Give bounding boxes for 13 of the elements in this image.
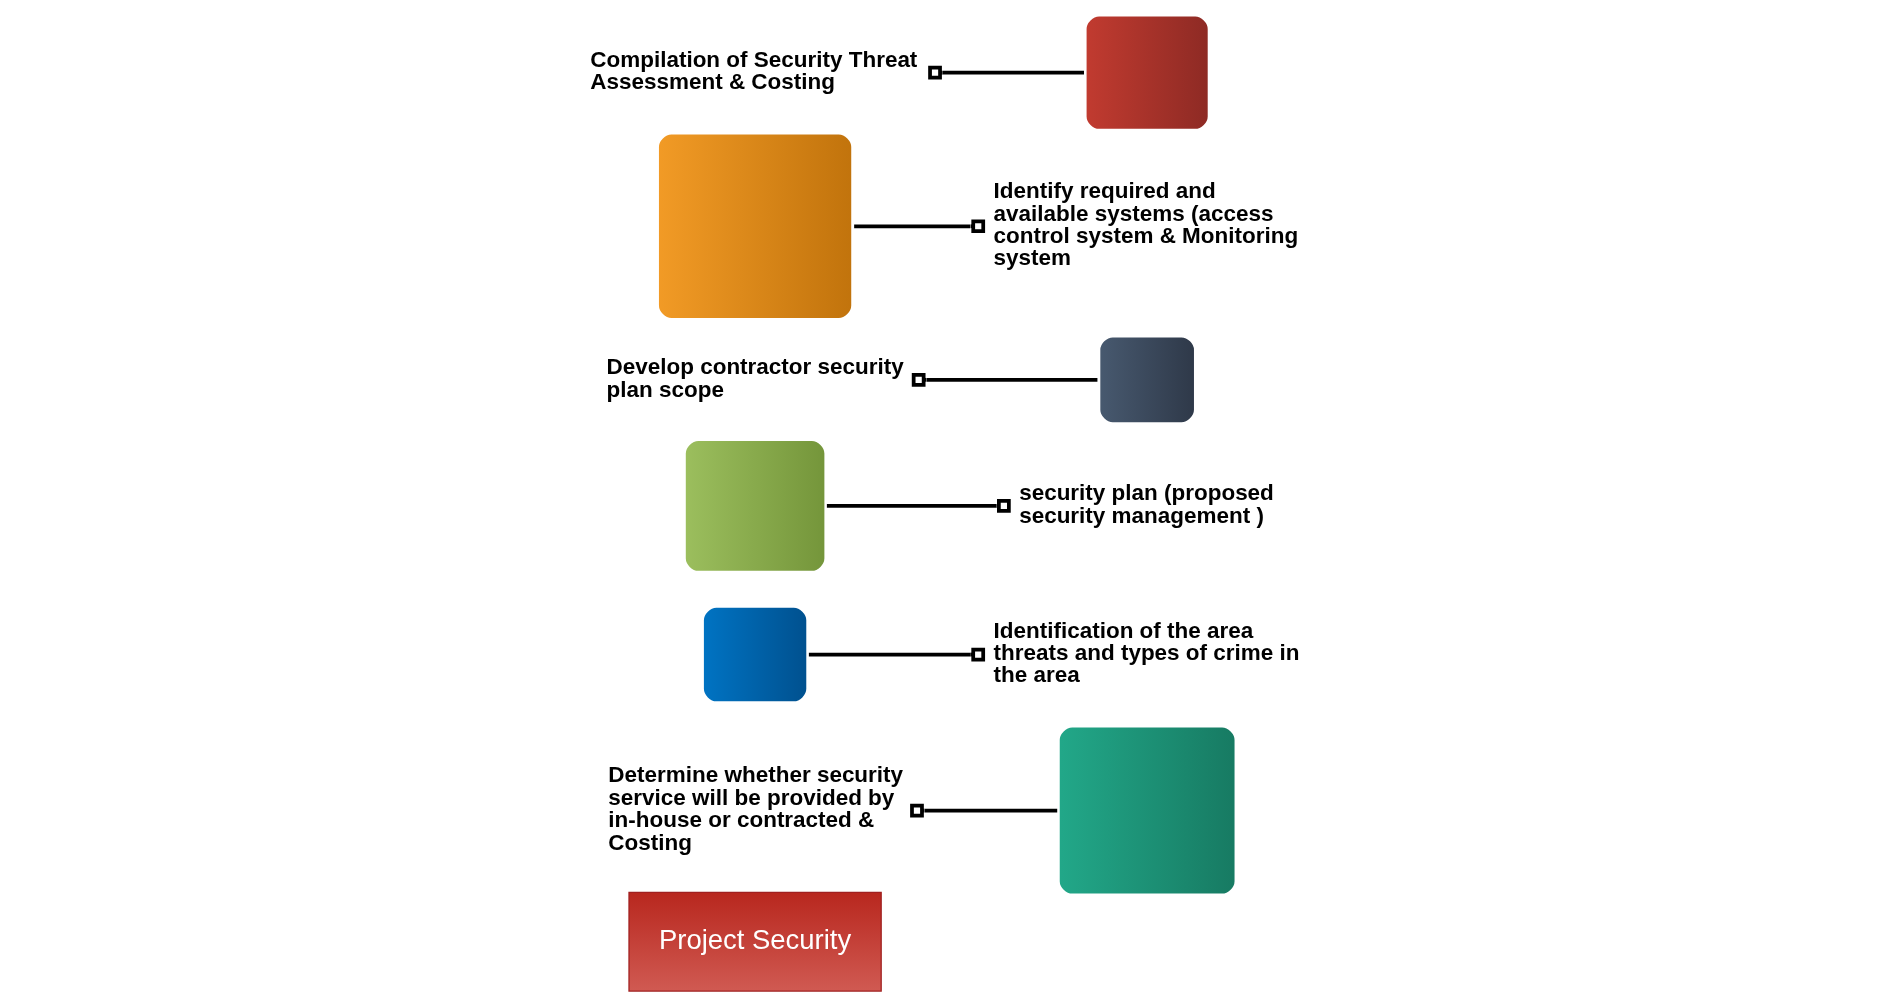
- connector: [826, 498, 1011, 513]
- node-text: Identify required and available systems (access control system & Monitoring system: [993, 177, 1298, 270]
- node-box: Project Security: [627, 891, 882, 992]
- node-text: Identification of the area threats and types of crime in the area: [993, 617, 1299, 687]
- connector: [927, 65, 1084, 80]
- node-text: Develop contractor security plan scope: [606, 353, 904, 402]
- connector: [911, 372, 1097, 387]
- connector: [909, 803, 1057, 817]
- node-text: security plan (proposed security management ): [1018, 479, 1274, 528]
- connector: [808, 647, 985, 661]
- connector: [853, 218, 985, 233]
- node-text: Determine whether security service will be provided by in-house or contracted & Costing: [607, 761, 903, 855]
- node-text: Compilation of Security Threat Assessment & Costing: [589, 46, 917, 94]
